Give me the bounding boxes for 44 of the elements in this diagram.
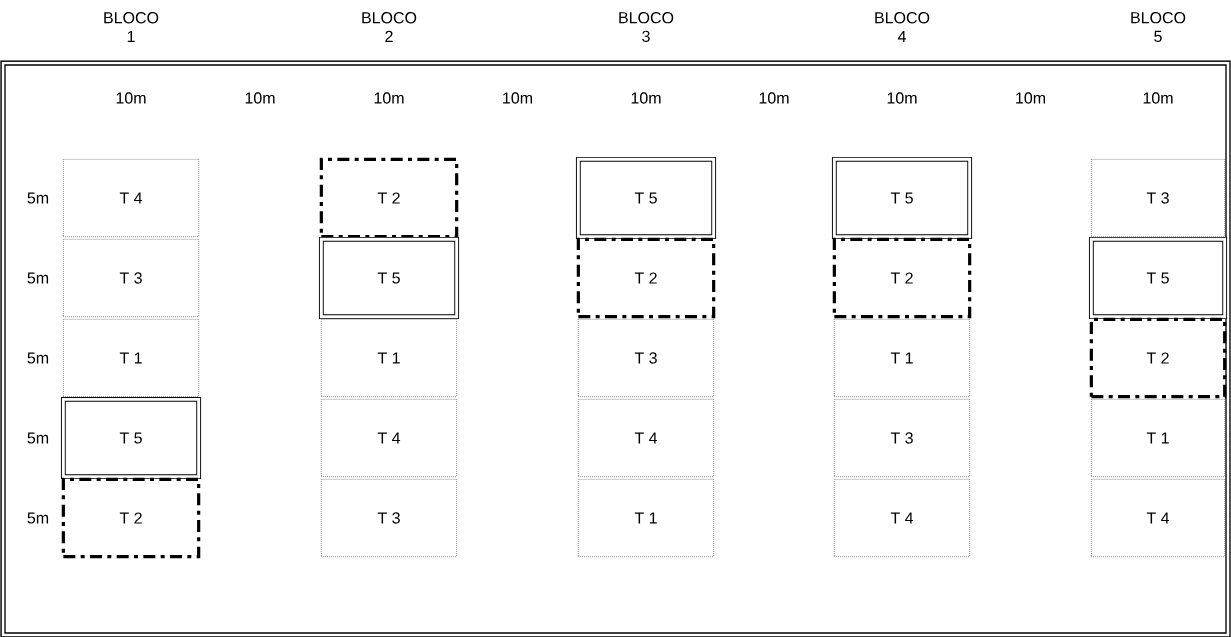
plot-box: T 3 — [834, 399, 970, 477]
plot-box: T 3 — [63, 239, 199, 317]
plot-box: T 3 — [321, 479, 457, 557]
plot-box: T 1 — [578, 479, 714, 557]
height-label: 5m — [27, 272, 49, 284]
plot-box: T 2 — [1089, 317, 1227, 399]
block-heading: BLOCO 2 — [362, 12, 417, 42]
height-label: 5m — [27, 192, 49, 204]
block-heading: BLOCO 1 — [104, 12, 159, 42]
plot-box: T 2 — [576, 237, 716, 319]
plot-box: T 5 — [831, 156, 973, 240]
width-label: 10m — [631, 92, 661, 104]
plot-box: T 4 — [578, 399, 714, 477]
width-label: 10m — [116, 92, 146, 104]
plot-box: T 1 — [1091, 399, 1225, 477]
plot-box: T 2 — [319, 157, 459, 239]
plot-box: T 4 — [1091, 479, 1225, 557]
plot-box: T 5 — [1088, 236, 1228, 320]
plot-box: T 4 — [321, 399, 457, 477]
plot-box: T 5 — [318, 236, 460, 320]
height-label: 5m — [27, 512, 49, 524]
plot-box: T 1 — [834, 319, 970, 397]
width-label: 10m — [887, 92, 917, 104]
plot-box: T 5 — [60, 396, 202, 480]
height-label: 5m — [27, 432, 49, 444]
plot-box: T 3 — [578, 319, 714, 397]
plot-box: T 2 — [832, 237, 972, 319]
plot-box: T 1 — [321, 319, 457, 397]
plot-box: T 1 — [63, 319, 199, 397]
block-heading: BLOCO 3 — [619, 12, 674, 42]
width-label: 10m — [1143, 92, 1173, 104]
plot-box: T 4 — [834, 479, 970, 557]
plot-box: T 3 — [1091, 159, 1225, 237]
width-label: 10m — [759, 92, 789, 104]
width-label: 10m — [374, 92, 404, 104]
width-label: 10m — [1016, 92, 1045, 104]
width-label: 10m — [503, 92, 532, 104]
width-label: 10m — [245, 92, 275, 104]
block-heading: BLOCO 5 — [1131, 12, 1186, 42]
block-heading: BLOCO 4 — [875, 12, 930, 42]
plot-box: T 4 — [63, 159, 199, 237]
height-label: 5m — [27, 352, 49, 364]
plot-box: T 5 — [575, 156, 717, 240]
plot-box: T 2 — [61, 477, 201, 559]
